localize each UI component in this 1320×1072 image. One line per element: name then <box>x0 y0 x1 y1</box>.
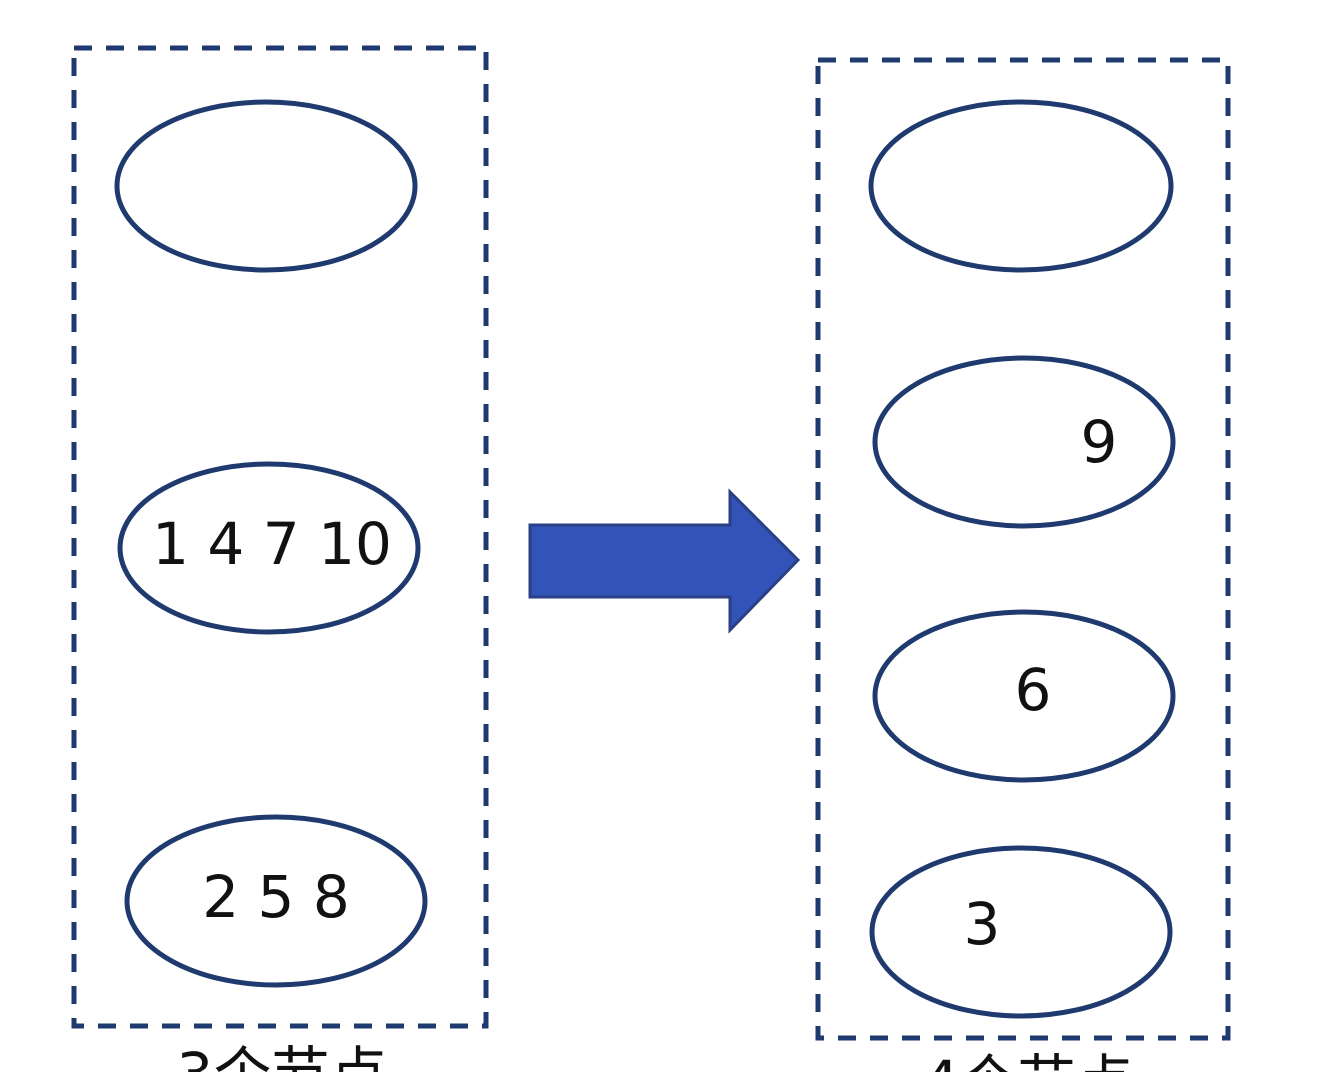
right-group-caption: 4个节点 <box>923 1048 1134 1072</box>
arrow-right <box>528 488 801 634</box>
right-node-3-label: 6 <box>1015 656 1052 724</box>
right-node-1 <box>868 99 1174 273</box>
right-node-2 <box>872 355 1176 529</box>
left-group-caption: 3个节点 <box>177 1040 388 1072</box>
left-node-2-label: 1 4 7 10 <box>152 510 392 578</box>
right-node-2-label: 9 <box>1081 408 1118 476</box>
right-node-4-label: 3 <box>964 890 1001 958</box>
left-node-3-label: 2 5 8 <box>202 863 350 931</box>
left-group-box <box>71 45 489 1029</box>
right-node-4 <box>869 845 1173 1019</box>
left-node-2 <box>117 461 421 635</box>
left-node-1 <box>114 99 418 273</box>
left-node-3 <box>124 814 428 988</box>
right-group-box <box>815 57 1231 1041</box>
right-node-3 <box>872 609 1176 783</box>
